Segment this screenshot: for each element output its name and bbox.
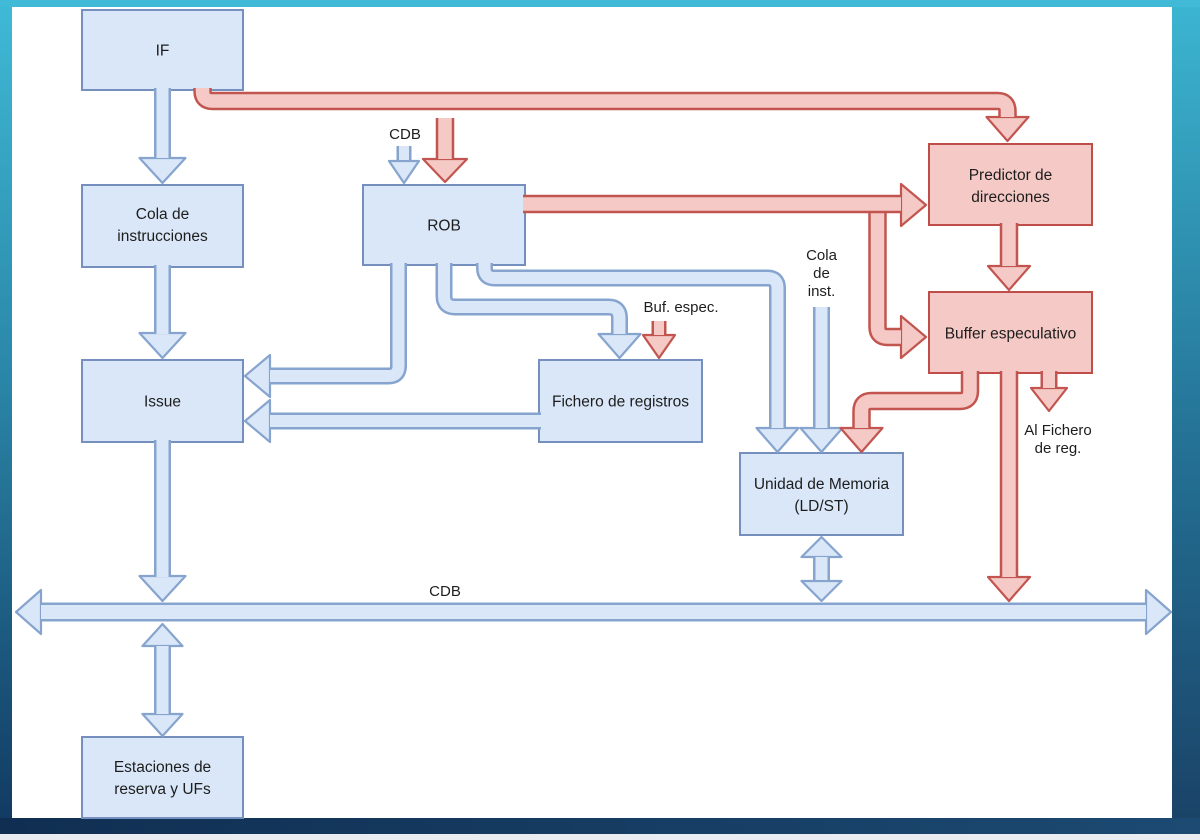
arrow-rob-to-buffer <box>868 204 928 360</box>
arrow-cdb-bus <box>14 588 1173 636</box>
unidad-memoria-box: Unidad de Memoria (LD/ST) <box>739 452 904 536</box>
fichero-registros-box: Fichero de registros <box>538 359 703 443</box>
cola-inst-label-line1: Cola <box>806 247 838 264</box>
unidad-memoria-line1: Unidad de Memoria <box>754 476 890 493</box>
arrow-cdb-to-rob-head <box>387 159 421 185</box>
cola-instrucciones-box: Cola de instrucciones <box>81 184 244 268</box>
buffer-especulativo-box: Buffer especulativo <box>928 291 1093 374</box>
buffer-especulativo-box-rect <box>928 291 1093 374</box>
arrow-rob-to-predictor <box>523 182 928 228</box>
if-box-label: IF <box>156 43 170 60</box>
al-fichero-label-line1: Al Fichero <box>1024 422 1092 439</box>
frame-top <box>0 0 1200 7</box>
connectors <box>14 81 1173 738</box>
arrow-um-cdb-bidir-head <box>800 579 843 603</box>
buf-espec-label: Buf. espec. <box>643 299 718 316</box>
annotations: CDB CDB Buf. espec. Cola de inst. Al Fic… <box>389 126 1092 600</box>
predictor-direcciones-box-rect <box>928 143 1093 226</box>
frame-right <box>1172 0 1200 840</box>
arrow-colainst-to-um <box>799 307 844 454</box>
cola-instrucciones-line2: instrucciones <box>117 228 208 245</box>
predictor-direcciones-box: Predictor de direcciones <box>928 143 1093 226</box>
cdb-bus-label: CDB <box>429 583 461 600</box>
arrow-predictor-to-buffer <box>986 223 1032 292</box>
cdb-rob-label: CDB <box>389 126 421 143</box>
fichero-registros-box-rect <box>538 359 703 443</box>
frame-bottom <box>0 818 1200 834</box>
estaciones-line1: Estaciones de <box>114 759 211 776</box>
issue-box: Issue <box>81 359 244 443</box>
rob-box-label: ROB <box>427 218 461 235</box>
arrow-fichero-to-issue <box>243 398 541 444</box>
arrow-cdb-estaciones-bidir <box>141 622 184 738</box>
arrow-if-to-cola <box>138 88 187 185</box>
al-fichero-label-line2: de reg. <box>1035 440 1082 457</box>
arrow-buffer-to-fichero-reg <box>1029 371 1069 413</box>
estaciones-reserva-box: Estaciones de reserva y UFs <box>81 736 244 819</box>
cola-inst-label-line3: inst. <box>808 283 836 300</box>
predictor-line2: direcciones <box>971 189 1050 206</box>
fichero-registros-label: Fichero de registros <box>552 394 689 411</box>
arrow-um-cdb-bidir <box>800 535 843 603</box>
frame-left <box>0 0 12 840</box>
if-box: IF <box>81 9 244 91</box>
arrow-if-to-predictor <box>193 81 1030 143</box>
arrow-buffer-to-cdb <box>986 371 1032 603</box>
boxes: IF Cola de instrucciones ROB Issue Fiche… <box>81 9 1093 819</box>
frame-bottom-strip <box>0 834 1200 840</box>
arrow-buffer-to-um <box>839 371 980 454</box>
arrow-rob-to-fichero <box>435 263 642 360</box>
rob-box: ROB <box>362 184 526 266</box>
arrow-rob-to-um <box>476 259 800 454</box>
rob-box-rect <box>362 184 526 266</box>
unidad-memoria-box-rect <box>739 452 904 536</box>
issue-box-rect <box>81 359 244 443</box>
cola-inst-label-line2: de <box>813 265 830 282</box>
arrow-issue-to-cdb <box>138 440 187 603</box>
arrow-cola-to-issue <box>138 265 187 360</box>
unidad-memoria-line2: (LD/ST) <box>794 498 848 515</box>
cola-instrucciones-line1: Cola de <box>136 206 189 223</box>
arrow-rob-to-issue <box>243 263 407 399</box>
arrow-bufespec-to-fichero <box>641 321 677 360</box>
estaciones-line2: reserva y UFs <box>114 781 211 798</box>
estaciones-reserva-box-rect <box>81 736 244 819</box>
if-box-rect <box>81 9 244 91</box>
cola-instrucciones-box-rect <box>81 184 244 268</box>
issue-box-label: Issue <box>144 394 181 411</box>
buffer-especulativo-label: Buffer especulativo <box>945 326 1077 343</box>
predictor-line1: Predictor de <box>969 167 1053 184</box>
arrow-cdb-to-rob <box>387 146 421 185</box>
arrow-red-cdb-to-rob <box>421 118 469 184</box>
